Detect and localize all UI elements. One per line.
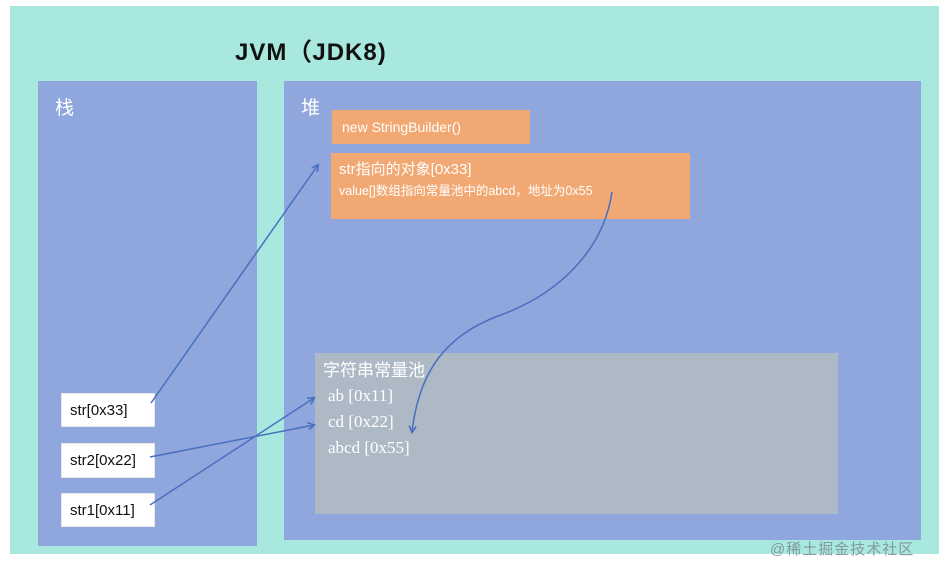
new-stringbuilder-box: new StringBuilder() [332,110,530,144]
stack-frame-str2-label: str2[0x22] [70,452,136,469]
pool-entry-ab: ab [0x11] [328,386,393,405]
stack-panel-label: 栈 [55,98,75,119]
stack-frame-str1: str1[0x11] [61,493,155,527]
diagram-title: JVM（JDK8) [235,39,387,66]
heap-panel: 堆 new StringBuilder() str指向的对象[0x33] val… [284,81,921,540]
stack-panel: 栈 str[0x33] str2[0x22] str1[0x11] [38,81,257,546]
stack-frame-str-label: str[0x33] [70,401,128,419]
watermark: @稀土掘金技术社区 [770,541,915,558]
string-constant-pool-box: 字符串常量池 ab [0x11] cd [0x22] abcd [0x55] [315,353,838,514]
string-constant-pool-label: 字符串常量池 [323,361,425,380]
str-object-line2: value[]数组指向常量池中的abcd，地址为0x55 [339,184,593,198]
stack-frame-str: str[0x33] [61,393,155,427]
heap-panel-label: 堆 [301,98,321,119]
pool-entry-abcd: abcd [0x55] [328,438,410,457]
str-object-line1: str指向的对象[0x33] [339,161,472,178]
new-stringbuilder-label: new StringBuilder() [342,119,462,135]
str-object-box: str指向的对象[0x33] value[]数组指向常量池中的abcd，地址为0… [331,153,690,219]
pool-entry-cd: cd [0x22] [328,412,394,431]
diagram-background: JVM（JDK8) 栈 str[0x33] str2[0x22] str1[0x… [10,6,939,554]
stack-frame-str1-label: str1[0x11] [70,501,135,519]
stack-frame-str2: str2[0x22] [61,443,155,478]
